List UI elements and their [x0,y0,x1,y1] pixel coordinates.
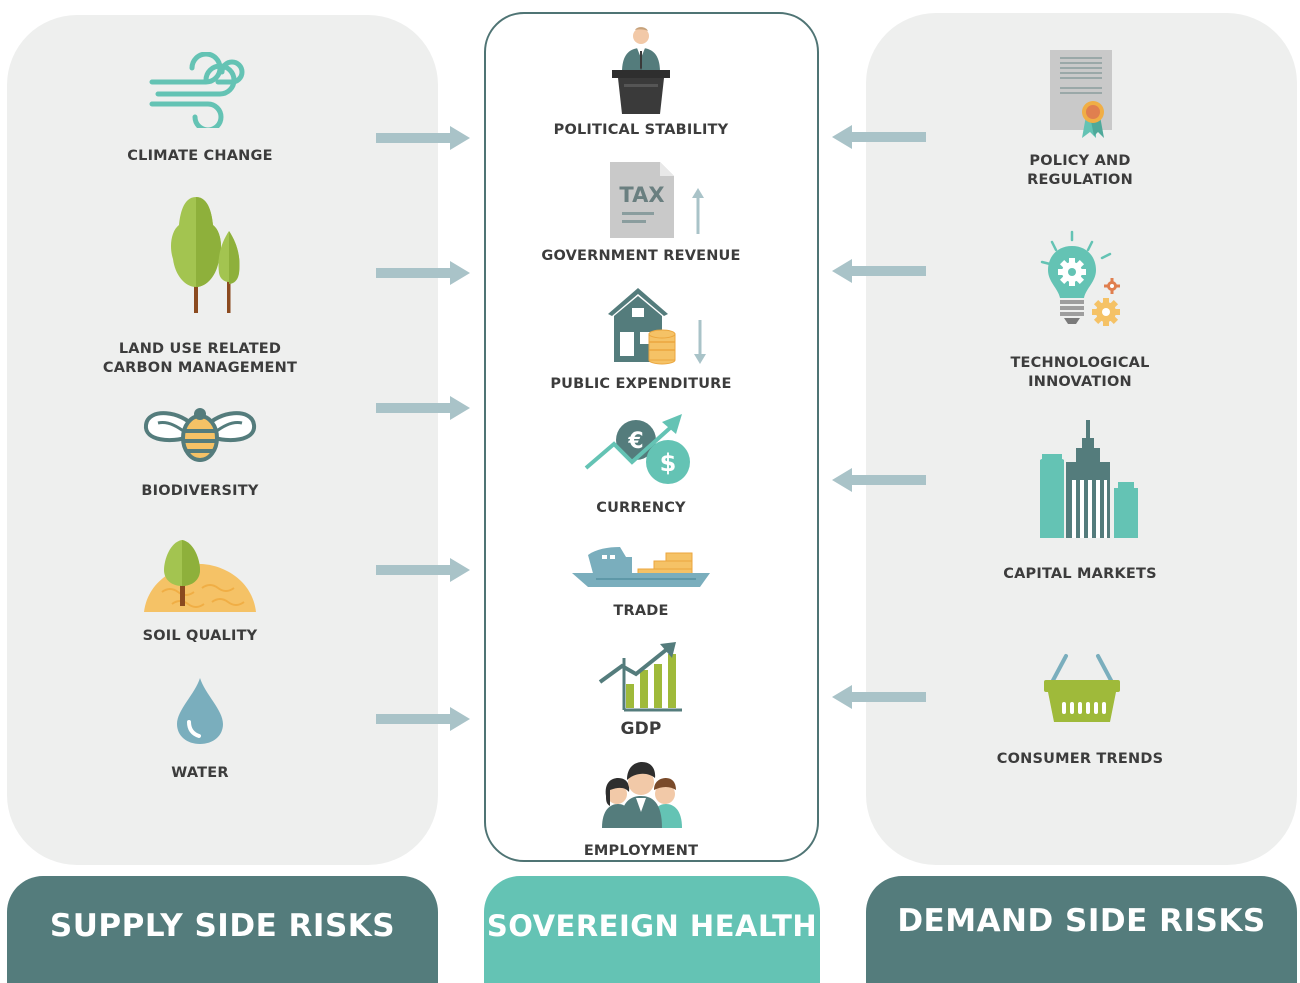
people-group-icon [602,762,682,828]
soil-quality-label: SOIL QUALITY [142,628,258,644]
policy-regulation-label: POLICY AND REGULATION [1027,153,1133,188]
demand-side-risks-title: DEMAND SIDE RISKS [897,903,1266,939]
tax-document-icon: TAX [610,162,704,238]
sovereign-health-panel [484,12,819,862]
sovereign-health-title: SOVEREIGN HEALTH [486,909,818,943]
tax-text: TAX [619,183,664,207]
arrow-land-use [376,261,470,285]
arrow-technological-innovation [832,259,926,283]
certificate-icon [1050,50,1112,138]
lightbulb-gears-icon [1040,230,1120,326]
land-use-label: LAND USE RELATED CARBON MANAGEMENT [102,341,298,376]
shopping-basket-icon [1044,654,1120,722]
supply-side-risks-title: SUPPLY SIDE RISKS [49,908,396,944]
arrow-consumer-trends [832,685,926,709]
arrow-biodiversity [376,396,470,420]
arrow-capital-markets [832,468,926,492]
arrow-policy-regulation [832,125,926,149]
demand-side-panel [866,13,1297,865]
water-label: WATER [171,765,229,781]
growth-chart-icon [598,642,682,712]
house-coins-icon [608,288,706,365]
demand-side-risks-banner: DEMAND SIDE RISKS [866,876,1297,983]
biodiversity-label: BIODIVERSITY [141,483,259,499]
public-expenditure-label: PUBLIC EXPENDITURE [550,376,732,392]
euro-symbol: € [627,429,643,454]
politician-podium-icon [612,27,670,114]
political-stability-label: POLITICAL STABILITY [553,122,729,138]
arrow-water [376,707,470,731]
water-drop-icon [177,678,223,744]
currency-label: CURRENCY [596,500,686,516]
sovereign-health-banner: SOVEREIGN HEALTH [484,876,820,983]
trees-icon [171,197,240,313]
soil-tree-icon [144,540,256,612]
arrow-soil-quality [376,558,470,582]
cargo-ship-icon [572,547,710,587]
bee-icon [144,408,256,462]
trade-label: TRADE [613,603,669,619]
consumer-trends-label: CONSUMER TRENDS [996,751,1164,767]
arrow-climate-change [376,126,470,150]
climate-change-label: CLIMATE CHANGE [127,148,273,164]
skyscrapers-icon [1040,420,1138,538]
supply-side-risks-banner: SUPPLY SIDE RISKS [7,876,438,983]
currency-exchange-icon: € $ [584,414,690,484]
capital-markets-label: CAPITAL MARKETS [1003,566,1157,582]
wind-icon [149,52,245,128]
technological-innovation-label: TECHNOLOGICAL INNOVATION [1010,355,1150,390]
dollar-symbol: $ [660,449,677,477]
government-revenue-label: GOVERNMENT REVENUE [541,248,741,264]
gdp-label: GDP [620,719,662,739]
employment-label: EMPLOYMENT [583,843,699,859]
